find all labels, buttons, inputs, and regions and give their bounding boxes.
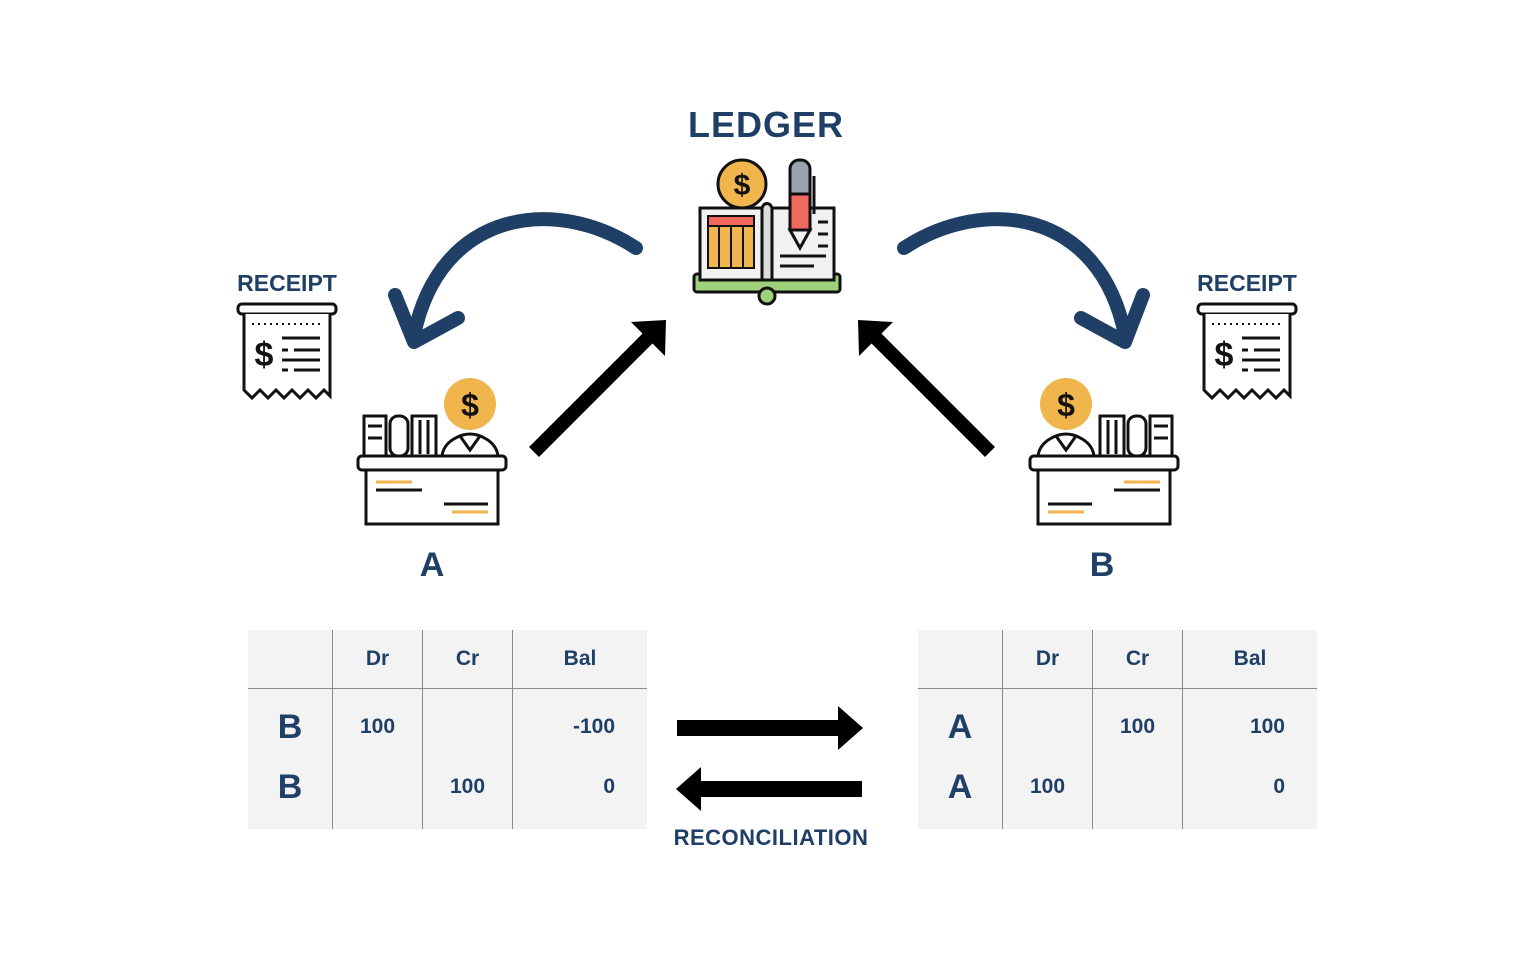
cell-party: B bbox=[248, 757, 333, 829]
header-cell-party bbox=[248, 630, 333, 689]
header-cell-cr: Cr bbox=[422, 630, 513, 689]
reconciliation-label: RECONCILIATION bbox=[673, 825, 869, 850]
cashier-desk-icon-left: $ bbox=[356, 378, 508, 526]
cell-bal: 0 bbox=[603, 775, 615, 798]
dollar-coin-icon: $ bbox=[716, 158, 768, 210]
reconciliation-arrow-left-icon bbox=[676, 767, 862, 811]
receipt-icon-left: $ bbox=[236, 302, 338, 401]
table-row: B 100 -100 bbox=[248, 688, 647, 757]
svg-text:$: $ bbox=[1215, 336, 1234, 374]
cashier-desk-icon-right: $ bbox=[1028, 378, 1180, 526]
party-label-a: A bbox=[419, 546, 445, 584]
straight-arrow-left-to-ledger-icon bbox=[529, 320, 666, 457]
cell-cr: 100 bbox=[422, 757, 513, 829]
cell-bal: 100 bbox=[1249, 715, 1285, 738]
table-row: B 100 0 bbox=[248, 757, 647, 829]
cell-cr bbox=[422, 688, 513, 757]
header-cell-party bbox=[918, 630, 1003, 689]
header-cell-bal: Bal bbox=[512, 630, 647, 689]
receipt-icon-right: $ bbox=[1196, 302, 1298, 401]
cell-dr bbox=[332, 757, 423, 829]
cell-dr: 100 bbox=[332, 688, 423, 757]
cell-party: B bbox=[248, 688, 333, 757]
receipt-label-right: RECEIPT bbox=[1197, 270, 1297, 296]
header-cell-cr: Cr bbox=[1092, 630, 1183, 689]
cell-dr: 100 bbox=[1002, 757, 1093, 829]
curved-arrow-left-icon bbox=[388, 212, 643, 349]
cell-bal: -100 bbox=[572, 715, 615, 738]
ledger-title: LEDGER bbox=[687, 104, 844, 145]
table-header-row: Dr Cr Bal bbox=[248, 630, 647, 689]
svg-text:$: $ bbox=[461, 387, 479, 423]
reconciliation-arrow-right-icon bbox=[677, 706, 863, 750]
header-cell-dr: Dr bbox=[332, 630, 423, 689]
curved-arrow-right-icon bbox=[897, 212, 1150, 349]
cell-cr: 100 bbox=[1092, 688, 1183, 757]
table-header-row: Dr Cr Bal bbox=[918, 630, 1317, 689]
svg-text:$: $ bbox=[1057, 387, 1075, 423]
svg-text:$: $ bbox=[734, 169, 751, 202]
table-row: A 100 0 bbox=[918, 757, 1317, 829]
pen-icon bbox=[787, 158, 816, 252]
receipt-label-left: RECEIPT bbox=[237, 270, 337, 296]
ledger-table-a: Dr Cr Bal B 100 -100 B 100 0 bbox=[248, 630, 647, 829]
party-label-b: B bbox=[1089, 546, 1115, 584]
svg-text:$: $ bbox=[255, 336, 274, 374]
cell-party: A bbox=[918, 688, 1003, 757]
header-cell-dr: Dr bbox=[1002, 630, 1093, 689]
cell-cr bbox=[1092, 757, 1183, 829]
cell-bal: 0 bbox=[1273, 775, 1285, 798]
header-cell-bal: Bal bbox=[1182, 630, 1317, 689]
ledger-book-icon: $ bbox=[692, 158, 842, 306]
ledger-table-b: Dr Cr Bal A 100 100 A 100 0 bbox=[918, 630, 1317, 829]
straight-arrow-right-to-ledger-icon bbox=[858, 320, 995, 457]
cell-party: A bbox=[918, 757, 1003, 829]
cell-dr bbox=[1002, 688, 1093, 757]
table-row: A 100 100 bbox=[918, 688, 1317, 757]
